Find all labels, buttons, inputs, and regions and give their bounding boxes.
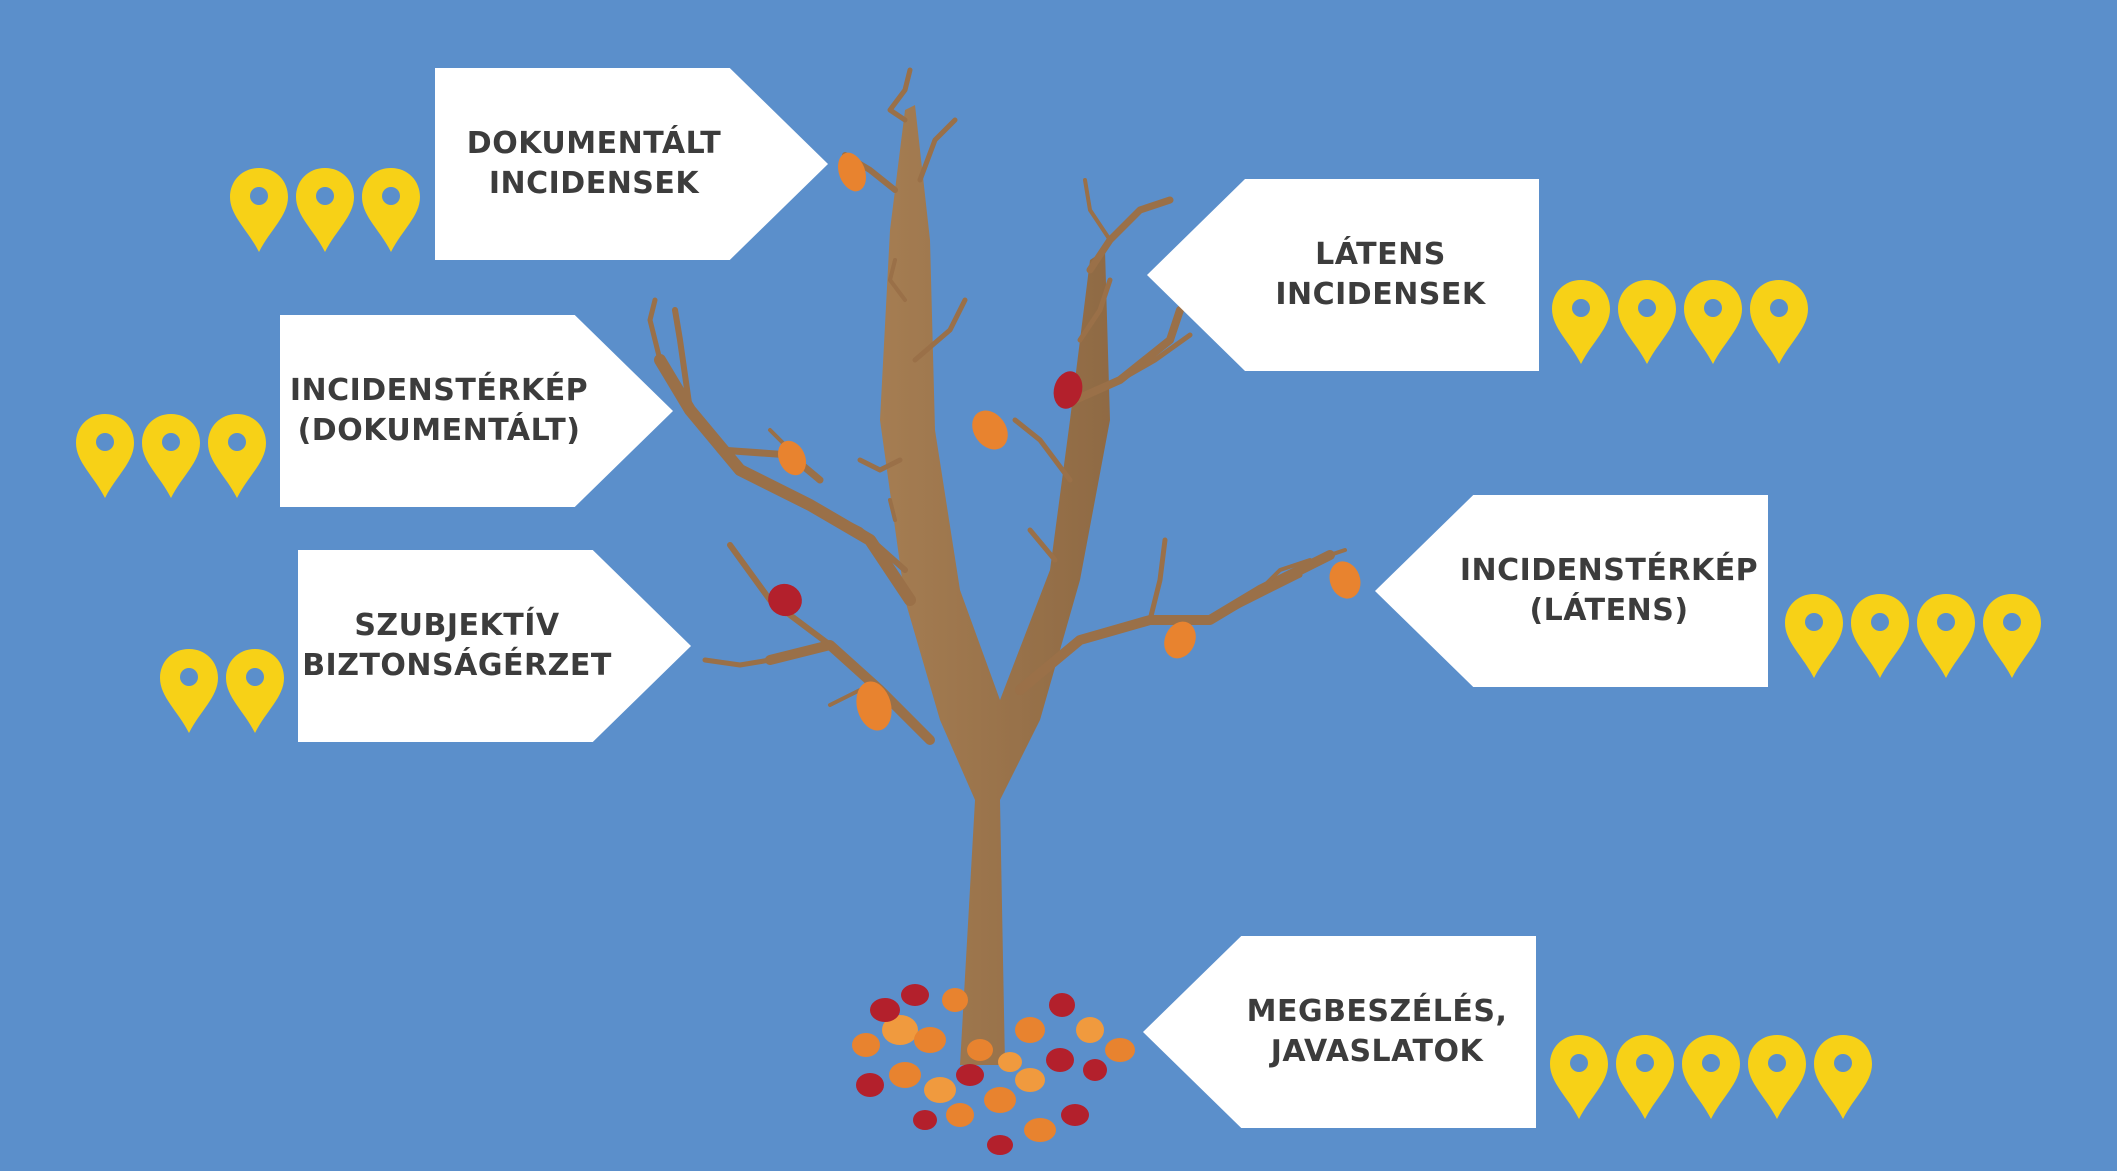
map-pin-icon	[230, 168, 288, 252]
label-line: INCIDENSTÉRKÉP	[289, 373, 589, 408]
map-pin-icon	[1983, 594, 2041, 678]
map-pin-icon	[1750, 280, 1808, 364]
label-line: INCIDENSTÉRKÉP	[1459, 553, 1759, 588]
map-pin-icon	[160, 649, 218, 733]
map-pin-icon	[362, 168, 420, 252]
label-line: DOKUMENTÁLT	[466, 126, 722, 161]
map-pin-icon	[1814, 1035, 1872, 1119]
label-incidensterkep-dokumentalt: INCIDENSTÉRKÉP (DOKUMENTÁLT)	[280, 315, 673, 507]
label-incidensterkep-latens: INCIDENSTÉRKÉP (LÁTENS)	[1375, 495, 1768, 687]
label-line: MEGBESZÉLÉS,	[1246, 994, 1508, 1029]
map-pin-icon	[296, 168, 354, 252]
label-line: INCIDENSEK	[1275, 277, 1486, 312]
map-pin-icon	[1917, 594, 1975, 678]
map-pin-icon	[1616, 1035, 1674, 1119]
map-pin-icon	[1550, 1035, 1608, 1119]
pin-group	[228, 166, 422, 254]
map-pin-icon	[1851, 594, 1909, 678]
label-szubjektiv-biztonsagerzet: SZUBJEKTÍV BIZTONSÁGÉRZET	[298, 550, 691, 742]
map-pin-icon	[1748, 1035, 1806, 1119]
map-pin-icon	[226, 649, 284, 733]
map-pin-icon	[1552, 280, 1610, 364]
tree-branches	[647, 67, 1347, 745]
pin-group	[74, 412, 268, 500]
pin-group	[1550, 278, 1810, 366]
map-pin-icon	[1682, 1035, 1740, 1119]
label-line: LÁTENS	[1315, 237, 1446, 272]
label-line: SZUBJEKTÍV	[354, 608, 560, 643]
pin-group	[1783, 592, 2043, 680]
fallen-leaves	[852, 984, 1135, 1155]
tree-leaves	[768, 152, 1361, 731]
label-line: (LÁTENS)	[1529, 593, 1689, 628]
map-pin-icon	[1785, 594, 1843, 678]
label-megbeszeles-javaslatok: MEGBESZÉLÉS, JAVASLATOK	[1143, 936, 1536, 1128]
pin-group	[1548, 1033, 1874, 1121]
label-line: BIZTONSÁGÉRZET	[302, 648, 612, 683]
map-pin-icon	[208, 414, 266, 498]
map-pin-icon	[142, 414, 200, 498]
pin-group	[158, 647, 286, 735]
map-pin-icon	[76, 414, 134, 498]
map-pin-icon	[1684, 280, 1742, 364]
label-dokumentalt-incidensek: DOKUMENTÁLT INCIDENSEK	[435, 68, 828, 260]
tree-trunk	[880, 105, 1110, 1065]
label-line: (DOKUMENTÁLT)	[297, 413, 581, 448]
label-line: INCIDENSEK	[488, 166, 700, 201]
label-line: JAVASLATOK	[1270, 1034, 1484, 1069]
label-latens-incidensek: LÁTENS INCIDENSEK	[1147, 179, 1539, 371]
map-pin-icon	[1618, 280, 1676, 364]
